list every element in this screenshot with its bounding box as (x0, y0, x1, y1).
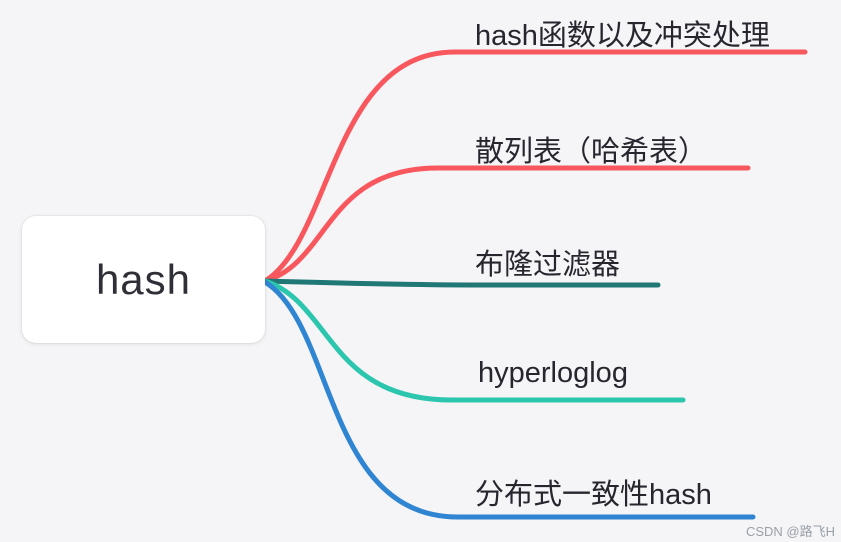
branch-line-hash-table (262, 165, 751, 284)
branch-line-hash-function-conflict (262, 49, 808, 284)
branch-node-hash-function-conflict[interactable]: hash函数以及冲突处理 (475, 20, 770, 52)
root-node[interactable]: hash (22, 216, 265, 343)
root-node-label: hash (95, 255, 192, 303)
branch-line-hyperloglog (262, 278, 686, 403)
branch-node-bloom-filter[interactable]: 布隆过滤器 (475, 249, 621, 281)
branch-node-hyperloglog[interactable]: hyperloglog (478, 357, 628, 389)
watermark: CSDN @路飞H (745, 524, 835, 539)
branch-node-consistent-hash[interactable]: 分布式一致性hash (475, 479, 712, 511)
branch-line-bloom-filter (262, 278, 661, 288)
branch-line-consistent-hash (262, 279, 756, 520)
branch-node-hash-table[interactable]: 散列表（哈希表） (475, 136, 708, 168)
